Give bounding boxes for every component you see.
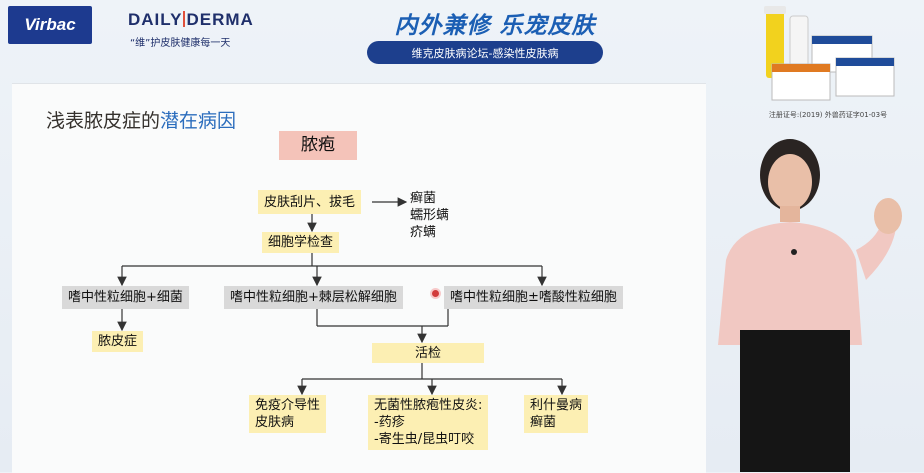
outcome-line: 利什曼病 xyxy=(530,398,583,413)
outcome-line: -寄生虫/昆虫叮咬 xyxy=(374,432,475,447)
cytology-box: 细胞学检查 xyxy=(262,232,340,253)
pyoderma-result-box: 脓皮症 xyxy=(92,331,144,352)
slide-title-highlight: 潜在病因 xyxy=(160,110,237,132)
outcome-leishmania-box: 利什曼病 癣菌 xyxy=(524,395,589,433)
pustule-box: 脓疱 xyxy=(279,131,357,160)
speaker-neck xyxy=(780,206,800,222)
product-bottle xyxy=(766,8,784,78)
mite-list: 癣菌 蠕形螨 疥螨 xyxy=(410,190,449,241)
outcome-sterile-box: 无菌性脓疱性皮炎: -药疹 -寄生虫/昆虫叮咬 xyxy=(368,395,489,450)
speaker-video xyxy=(718,139,902,472)
dailyderma-separator xyxy=(183,11,186,27)
speaker-raised-arm xyxy=(856,222,896,280)
product-image xyxy=(764,6,895,101)
outcome-line: 皮肤病 xyxy=(255,415,295,430)
slide-title-part1: 浅表脓皮症的 xyxy=(46,110,161,132)
branch-right-box: 嗜中性粒细胞±嗜酸性粒细胞 xyxy=(444,286,623,309)
branch-middle-box: 嗜中性粒细胞+棘层松解细胞 xyxy=(224,286,403,309)
slide-title: 浅表脓皮症的潜在病因 xyxy=(46,106,236,133)
skin-scraping-box: 皮肤刮片、拔毛 xyxy=(258,190,362,214)
product-box-1-band xyxy=(812,36,872,44)
laser-pointer-dot xyxy=(432,290,439,297)
product-box-2-band xyxy=(836,58,894,66)
product-box-3-band xyxy=(772,64,830,72)
slide: 浅表脓皮症的潜在病因 脓疱 皮肤刮片、拔毛 癣菌 蠕形螨 疥螨 细胞学检查 嗜中… xyxy=(12,83,706,473)
dailyderma-slogan: “维”护皮肤健康每一天 xyxy=(130,38,231,49)
outcome-immune-box: 免疫介导性 皮肤病 xyxy=(249,395,327,433)
speaker-microphone xyxy=(791,249,797,255)
outcome-line: 无菌性脓疱性皮炎: xyxy=(374,398,483,413)
mite-item: 癣菌 xyxy=(410,191,437,206)
virbac-logo: Virbac xyxy=(8,6,92,44)
biopsy-box: 活检 xyxy=(372,343,484,363)
dailyderma-logo-part-1: DAILY xyxy=(128,10,183,29)
speaker-face xyxy=(768,154,812,210)
event-subtitle-pill: 维克皮肤病论坛-感染性皮肤病 xyxy=(367,41,603,64)
branch-left-box: 嗜中性粒细胞+细菌 xyxy=(62,286,189,309)
outcome-line: -药疹 xyxy=(374,415,405,430)
outcome-line: 癣菌 xyxy=(530,415,557,430)
registration-number: 注册证号:(2019) 外兽药证字01-03号 xyxy=(768,111,888,119)
product-tube xyxy=(789,15,809,67)
mite-item: 蠕形螨 xyxy=(410,208,450,223)
flowchart-connectors xyxy=(117,197,567,396)
product-bottle-cap xyxy=(764,6,786,14)
event-title: 内外兼修 乐宠皮肤 xyxy=(394,13,596,39)
dailyderma-logo-part-2: DERMA xyxy=(186,10,254,29)
event-subtitle: 维克皮肤病论坛-感染性皮肤病 xyxy=(411,46,559,60)
speaker-skirt xyxy=(740,330,850,472)
speaker-blouse xyxy=(718,222,862,345)
outcome-line: 免疫介导性 xyxy=(255,398,321,413)
mite-item: 疥螨 xyxy=(410,225,437,240)
virbac-logo-text: Virbac xyxy=(24,15,76,34)
speaker-hand xyxy=(874,198,902,234)
